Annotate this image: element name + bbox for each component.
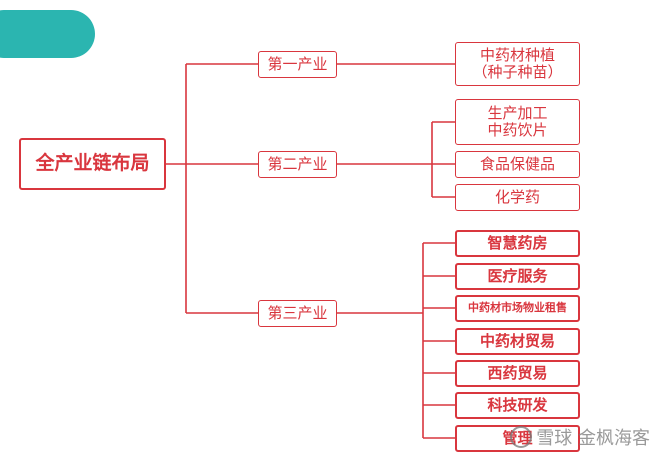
leaf-node: 生产加工 中药饮片 — [455, 99, 580, 145]
leaf-node: 中药材贸易 — [455, 328, 580, 355]
leaf-line: 中药饮片 — [487, 121, 548, 139]
decorative-tab — [0, 10, 95, 58]
branch-node-primary: 第一产业 — [258, 51, 337, 78]
leaf-node: 科技研发 — [455, 392, 580, 419]
leaf-line: 中药材种植 — [479, 45, 555, 64]
leaf-line: （种子种苗） — [472, 63, 563, 81]
leaf-node: 食品保健品 — [455, 151, 580, 178]
snowball-logo-icon — [510, 426, 533, 448]
root-node: 全产业链布局 — [19, 138, 166, 190]
leaf-node: 医疗服务 — [455, 263, 580, 290]
leaf-node: 化学药 — [455, 184, 580, 211]
leaf-node: 西药贸易 — [455, 360, 580, 387]
branch-node-tertiary: 第三产业 — [258, 300, 337, 327]
leaf-line: 生产加工 — [487, 103, 548, 122]
watermark: 雪球 金枫海客 — [510, 424, 650, 450]
branch-node-secondary: 第二产业 — [258, 151, 337, 178]
leaf-node: 智慧药房 — [455, 230, 580, 257]
leaf-node: 中药材市场物业租售 — [455, 295, 580, 322]
leaf-node: 中药材种植 （种子种苗） — [455, 42, 580, 86]
watermark-text: 雪球 金枫海客 — [536, 428, 650, 449]
